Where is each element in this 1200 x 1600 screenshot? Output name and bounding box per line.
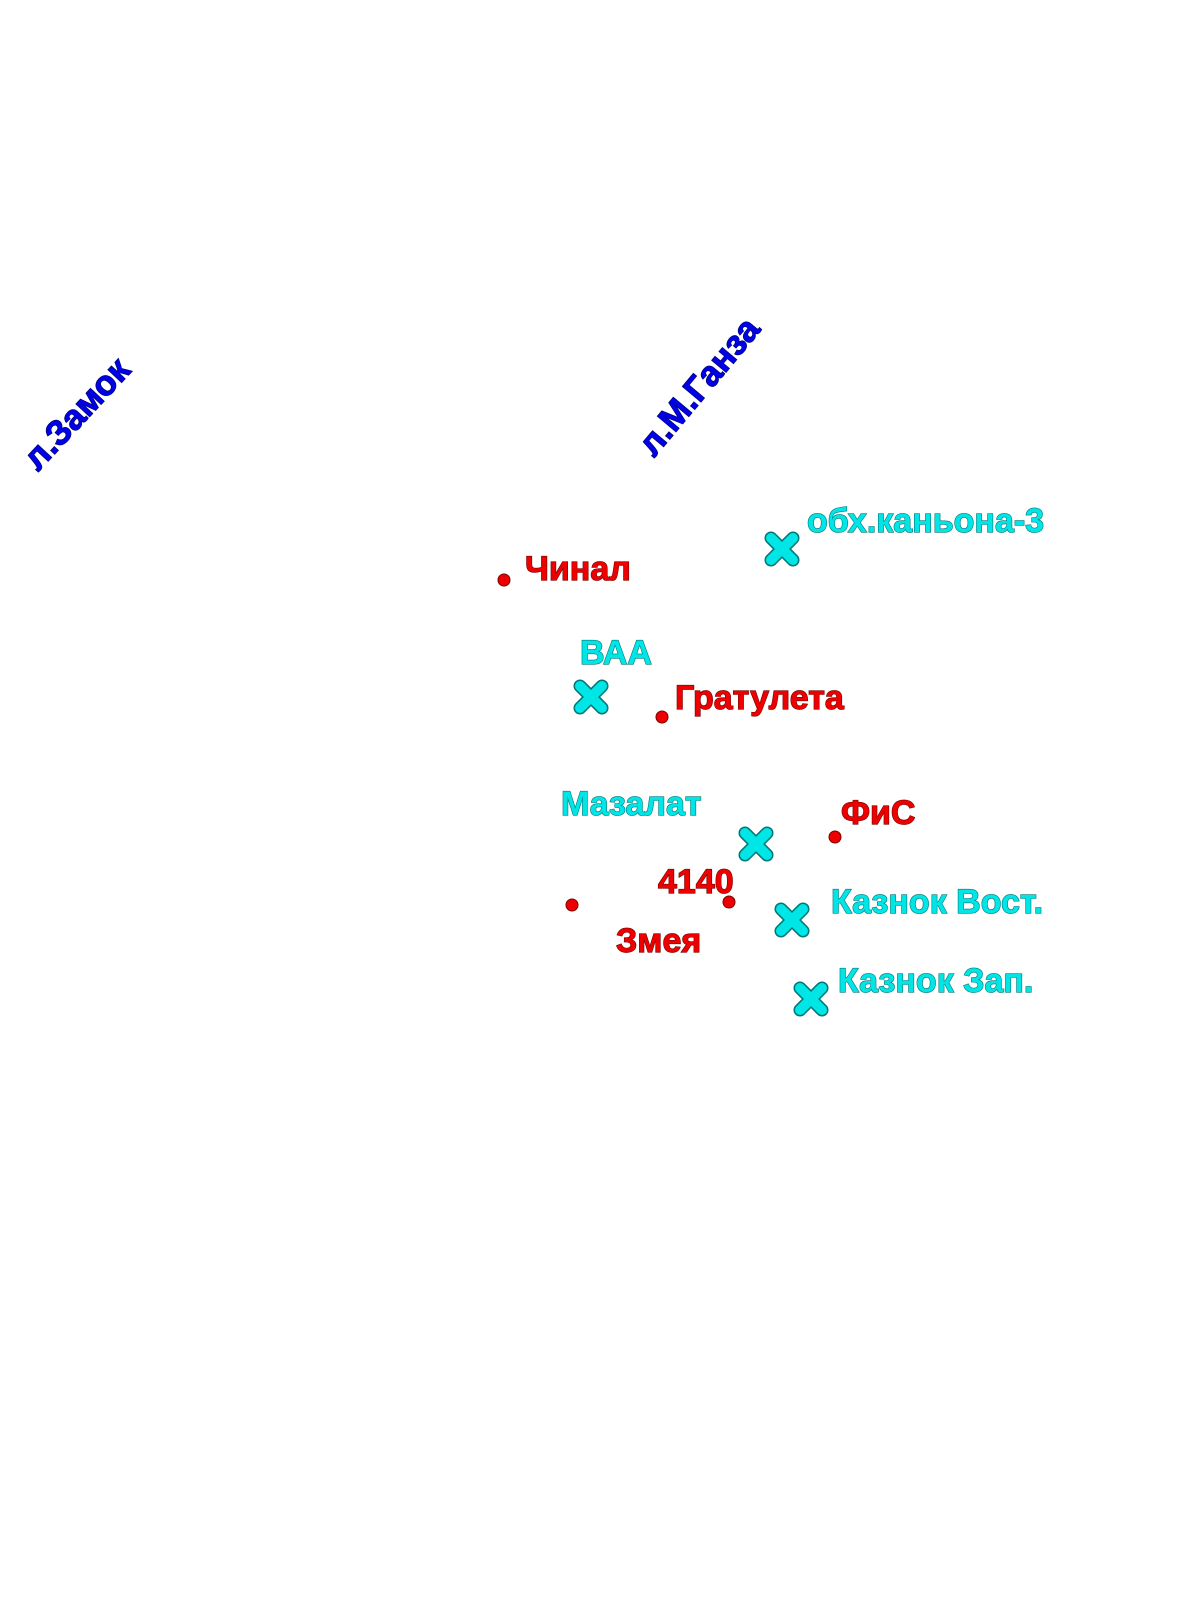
cross-label-vaa: ВАА	[580, 634, 652, 672]
cross-marker-icon	[774, 902, 810, 938]
cross-kaznok-vost: Казнок Вост.	[774, 882, 1044, 938]
point-marker	[497, 573, 511, 587]
cross-kanyon-3: обх.каньона-3	[764, 501, 1045, 567]
point-gratuleta: Гратулета	[655, 678, 845, 724]
point-label-zmeya: Змея	[616, 922, 701, 960]
cross-marker-icon	[738, 826, 774, 862]
cross-label-mazalat: Мазалат	[561, 785, 702, 823]
point-marker	[722, 895, 736, 909]
point-label-gratuleta: Гратулета	[675, 679, 845, 717]
point-label-4140: 4140	[658, 863, 734, 901]
point-marker	[655, 710, 669, 724]
cross-marker-icon	[793, 981, 829, 1017]
point-zmeya: Змея	[565, 898, 702, 961]
cross-label-kanyon-3: обх.каньона-3	[807, 502, 1044, 540]
point-label-fis: ФиС	[841, 794, 915, 832]
cross-marker-icon	[764, 531, 800, 567]
point-fis: ФиС	[828, 793, 916, 844]
point-marker	[565, 898, 579, 912]
cross-mazalat: Мазалат	[560, 784, 774, 862]
cross-label-kaznok-zap: Казнок Зап.	[838, 962, 1033, 1000]
cross-kaznok-zap: Казнок Зап.	[793, 961, 1034, 1017]
cross-marker-icon	[573, 679, 609, 715]
point-label-chinal: Чинал	[525, 550, 631, 588]
cross-label-kaznok-vost: Казнок Вост.	[831, 883, 1043, 921]
point-chinal: Чинал	[497, 549, 631, 589]
point-marker	[828, 830, 842, 844]
cross-vaa: ВАА	[573, 633, 653, 715]
point-4140: 4140	[657, 862, 736, 909]
